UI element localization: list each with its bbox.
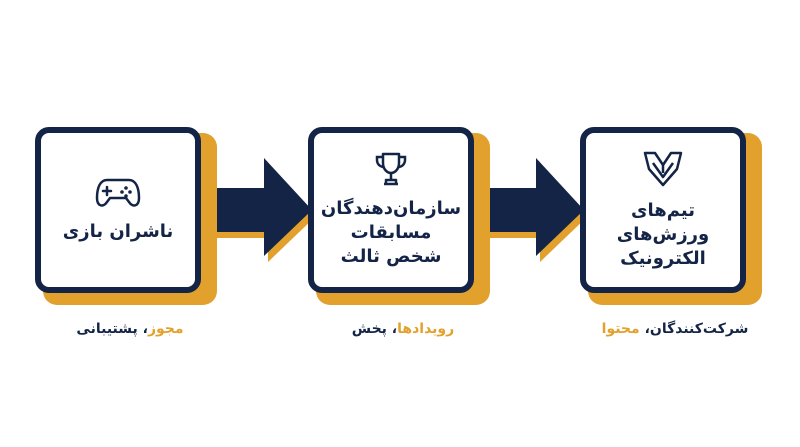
flow-arrow-1 — [212, 158, 320, 262]
caption-text: پشتیبانی — [76, 321, 138, 337]
caption-separator: ، — [137, 321, 148, 337]
trophy-icon — [373, 151, 409, 191]
esports-logo-icon — [641, 149, 685, 193]
card-body: سازمان‌دهندگان مسابقات شخص ثالث — [308, 127, 474, 293]
caption-text: شرکت‌کنندگان — [649, 321, 749, 337]
caption-organizers: رویدادها، پخش — [318, 321, 488, 337]
card-title: تیم‌های ورزش‌های الکترونیک — [616, 200, 710, 269]
card-body: ناشران بازی — [35, 127, 201, 293]
card-title: ناشران بازی — [62, 221, 174, 242]
card-game-publishers: ناشران بازی — [35, 127, 217, 305]
caption-accent: محتوا — [601, 321, 640, 337]
card-title: سازمان‌دهندگان مسابقات شخص ثالث — [320, 198, 462, 267]
caption-publishers: مجوز، پشتیبانی — [45, 321, 215, 337]
caption-accent: مجوز — [147, 321, 184, 337]
caption-teams: شرکت‌کنندگان، محتوا — [580, 321, 770, 337]
card-body: تیم‌های ورزش‌های الکترونیک — [580, 127, 746, 293]
card-esports-teams: تیم‌های ورزش‌های الکترونیک — [580, 127, 762, 305]
caption-text: پخش — [351, 321, 387, 337]
caption-accent: رویدادها — [397, 321, 455, 337]
card-tournament-organizers: سازمان‌دهندگان مسابقات شخص ثالث — [308, 127, 490, 305]
gamepad-icon — [95, 176, 141, 214]
flow-arrow-2 — [484, 158, 592, 262]
caption-separator: ، — [639, 321, 650, 337]
caption-separator: ، — [386, 321, 398, 337]
